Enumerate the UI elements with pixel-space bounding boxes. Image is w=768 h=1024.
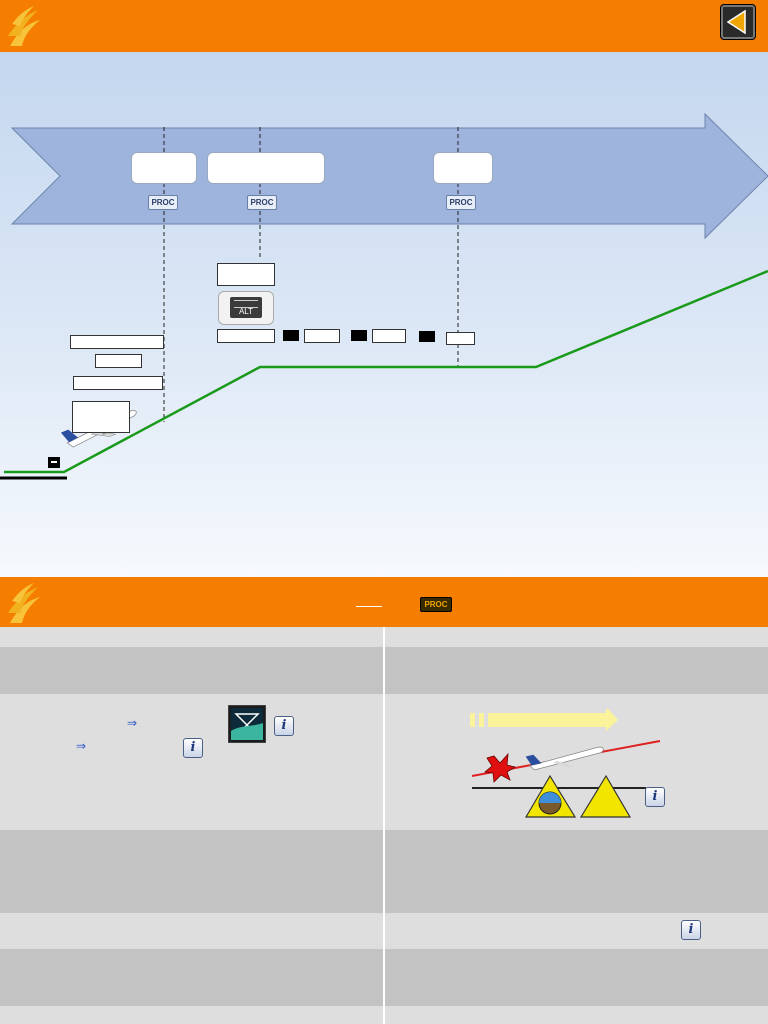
table-row (0, 647, 768, 694)
dash-segment (470, 713, 475, 727)
phase-box-1 (131, 152, 197, 184)
info-button[interactable]: i (681, 920, 701, 940)
table-row (0, 1006, 768, 1024)
label-box-fma-4 (446, 332, 475, 345)
terrain-warning-illustration (470, 709, 661, 818)
gpws-display-icon (228, 705, 266, 743)
back-button[interactable] (720, 4, 756, 40)
diagram-graphics (0, 112, 768, 480)
table-row (0, 627, 768, 647)
fma-black-1 (283, 330, 299, 341)
proc-badge-header[interactable]: PROC (420, 597, 452, 612)
flight-phase-diagram: PROC PROC PROC ALT (0, 52, 768, 577)
right-arrow-icon: ⇒ (76, 739, 87, 753)
alt-display: ALT (230, 297, 262, 318)
airline-bird-logo-icon-2 (8, 583, 40, 623)
fma-black-3 (419, 331, 435, 342)
table-row (0, 913, 768, 949)
back-arrow-icon (726, 9, 746, 35)
label-box-fma-2 (304, 329, 340, 343)
label-box-top (217, 263, 275, 286)
phase-box-3 (433, 152, 493, 184)
top-header-bar (0, 0, 768, 52)
label-box-fma-3 (372, 329, 406, 343)
proc-button-3[interactable]: PROC (446, 195, 476, 210)
info-button[interactable]: i (645, 787, 665, 807)
proc-button-1[interactable]: PROC (148, 195, 178, 210)
table-row (0, 949, 768, 1006)
info-button[interactable]: i (274, 716, 294, 736)
table-row (0, 830, 768, 913)
right-arrow-icon: ⇒ (127, 716, 138, 730)
label-box-left-3 (73, 376, 163, 390)
warning-triangle-2 (579, 774, 632, 818)
alt-button[interactable]: ALT (218, 291, 274, 325)
label-box-left-4 (72, 401, 130, 433)
impact-burst-icon (484, 752, 517, 783)
dash-segment (479, 713, 484, 727)
phase-arrow (10, 112, 768, 240)
fma-black-2 (351, 330, 367, 341)
label-box-fma-1 (217, 329, 275, 343)
airline-bird-logo-icon (8, 6, 40, 46)
aircraft-small-icon (525, 746, 604, 771)
flight-path-line (4, 269, 768, 474)
proc-button-2[interactable]: PROC (247, 195, 277, 210)
table-row (0, 694, 768, 830)
procedure-header-bar (0, 577, 768, 627)
phase-box-2 (207, 152, 325, 184)
progress-arrow-head (606, 709, 618, 731)
header-underline (356, 606, 382, 607)
label-box-left-2 (95, 354, 142, 368)
label-box-left-1 (70, 335, 164, 349)
info-button[interactable]: i (183, 738, 203, 758)
alt-label: ALT (238, 307, 254, 316)
progress-arrow-body (488, 713, 606, 727)
